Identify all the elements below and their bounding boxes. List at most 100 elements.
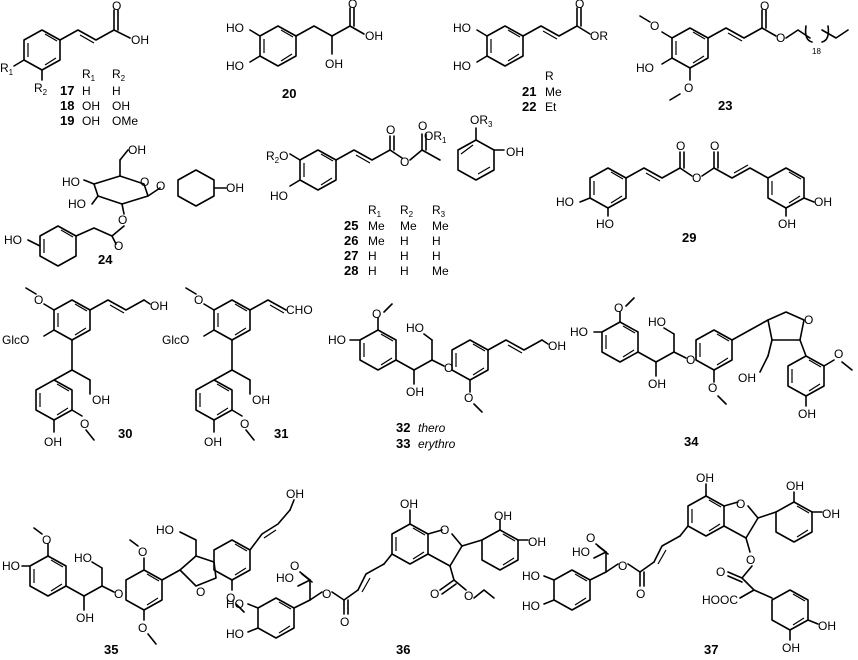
compound-number: 31 bbox=[274, 426, 288, 441]
table-cell: H bbox=[82, 84, 91, 98]
table-header-r2: R2 bbox=[400, 203, 414, 219]
o-label: O bbox=[708, 381, 717, 395]
o-label: O bbox=[776, 31, 785, 45]
ho-label: HO bbox=[522, 569, 540, 583]
compound-number: 30 bbox=[118, 426, 132, 441]
stereo-label: thero bbox=[418, 421, 446, 435]
o-label: O bbox=[650, 19, 659, 33]
o-label: O bbox=[686, 353, 695, 367]
table-header-r1: R1 bbox=[82, 67, 96, 83]
o-label: O bbox=[444, 361, 453, 375]
o-label: O bbox=[386, 123, 395, 137]
structure-17-19: O OH R1 R2 R1 R2 17 H H 18 OH OH 19 OH O… bbox=[0, 0, 149, 128]
o-label: O bbox=[418, 119, 427, 133]
ho-label: HO bbox=[4, 233, 22, 247]
oh-label: OH bbox=[782, 641, 800, 655]
compound-number: 17 bbox=[60, 83, 74, 98]
table-cell: Me bbox=[400, 219, 417, 233]
o-label: O bbox=[138, 545, 147, 559]
compound-number: 24 bbox=[98, 252, 113, 267]
structure-24: OH O HO HO O OH O O HO 24 bbox=[4, 143, 244, 267]
ho-label: HO bbox=[156, 523, 174, 537]
table-header: R bbox=[545, 69, 554, 83]
r2-label: R2 bbox=[34, 81, 48, 97]
o-label: O bbox=[138, 621, 147, 635]
o-label: O bbox=[156, 179, 165, 193]
hooc-label: HOOC bbox=[702, 593, 738, 607]
table-cell: H bbox=[400, 249, 409, 263]
compound-number: 33 bbox=[396, 436, 410, 451]
structure-31: CHO O GlcO OH O OH 31 bbox=[162, 287, 313, 449]
compound-number: 21 bbox=[522, 84, 536, 99]
compound-number: 29 bbox=[682, 230, 696, 245]
structure-36: OH O OH OH O O O O O HO bbox=[226, 497, 546, 657]
o-label: O bbox=[440, 523, 449, 537]
structure-23: O O 18 O HO O 23 bbox=[636, 0, 849, 113]
ho-label: HO bbox=[453, 21, 471, 35]
oh-label: OH bbox=[92, 393, 110, 407]
oh-label: OH bbox=[131, 33, 149, 47]
oh-label: OH bbox=[822, 507, 840, 521]
ho-label: HO bbox=[406, 321, 424, 335]
oh-label: OH bbox=[648, 377, 666, 391]
compound-number: 35 bbox=[104, 642, 118, 657]
table-cell: Me bbox=[368, 234, 385, 248]
o-label: O bbox=[340, 615, 349, 629]
oh-label: OH bbox=[76, 611, 94, 625]
glco-label: GlcO bbox=[162, 333, 189, 347]
compound-number: 18 bbox=[60, 98, 74, 113]
oh-label: OH bbox=[528, 535, 546, 549]
ho-label: HO bbox=[522, 599, 540, 613]
structure-35: O HO OH HO O O O HO O O O bbox=[2, 487, 304, 657]
oh-label: OH bbox=[325, 57, 343, 71]
o-label: O bbox=[114, 239, 123, 253]
structure-29: O O O OH OH HO HO 29 bbox=[556, 139, 832, 245]
ho-label: HO bbox=[596, 217, 614, 231]
ho-label: HO bbox=[572, 545, 590, 559]
table-cell: H bbox=[368, 249, 377, 263]
o-label: O bbox=[196, 585, 205, 599]
r1-label: R1 bbox=[0, 61, 14, 77]
ho-label: HO bbox=[68, 197, 86, 211]
table-cell: H bbox=[400, 264, 409, 278]
o-label: O bbox=[430, 587, 439, 601]
o-label: O bbox=[400, 155, 409, 169]
o-label: O bbox=[676, 139, 685, 153]
o-label: O bbox=[464, 589, 473, 603]
or3-label: OR3 bbox=[470, 113, 493, 129]
structure-37: OH O OH OH O O HOOC OH OH bbox=[522, 471, 840, 657]
structure-32-33: O HO OH HO O O OH 32 thero 33 erythro bbox=[328, 303, 566, 451]
o-label: O bbox=[586, 531, 595, 545]
chain-length-label: 18 bbox=[812, 47, 821, 56]
o-label: O bbox=[464, 391, 473, 405]
oh-label: OH bbox=[818, 619, 836, 633]
o-label: O bbox=[114, 587, 123, 601]
o-label: O bbox=[34, 293, 43, 307]
compound-number: 28 bbox=[344, 263, 358, 278]
ho-label: HO bbox=[556, 195, 574, 209]
compound-number: 36 bbox=[396, 642, 410, 657]
ho-label: HO bbox=[62, 175, 80, 189]
table-header-r2: R2 bbox=[112, 67, 126, 83]
table-cell: Et bbox=[545, 100, 557, 114]
o-label: O bbox=[618, 559, 627, 573]
oh-label: OH bbox=[400, 497, 418, 511]
o-label: O bbox=[372, 307, 381, 321]
oh-label: OH bbox=[406, 385, 424, 399]
oh-label: OH bbox=[738, 371, 756, 385]
o-label: O bbox=[226, 591, 235, 605]
table-header-r1: R1 bbox=[368, 203, 382, 219]
o-label: O bbox=[716, 565, 725, 579]
ho-label: HO bbox=[226, 597, 244, 611]
ho-label: HO bbox=[570, 325, 588, 339]
o-label: O bbox=[112, 0, 121, 13]
o-label: O bbox=[575, 0, 584, 11]
ho-label: HO bbox=[636, 61, 654, 75]
ho-label: HO bbox=[276, 571, 294, 585]
o-label: O bbox=[736, 497, 745, 511]
o-label: O bbox=[692, 171, 701, 185]
table-cell: OH bbox=[82, 99, 100, 113]
table-cell: Me bbox=[368, 219, 385, 233]
o-label: O bbox=[710, 139, 719, 153]
